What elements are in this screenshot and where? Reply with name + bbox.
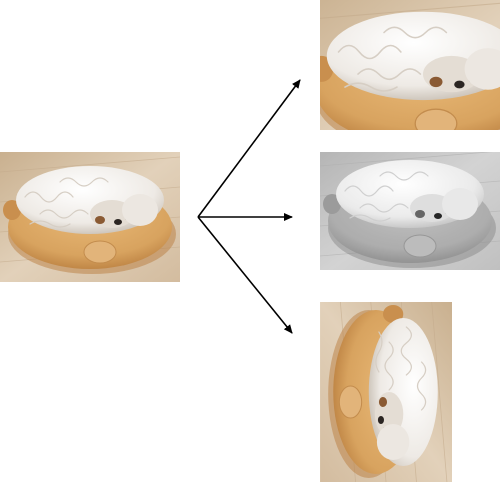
arrow-to-crop (197, 79, 301, 218)
arrow-to-rotated (197, 216, 293, 334)
